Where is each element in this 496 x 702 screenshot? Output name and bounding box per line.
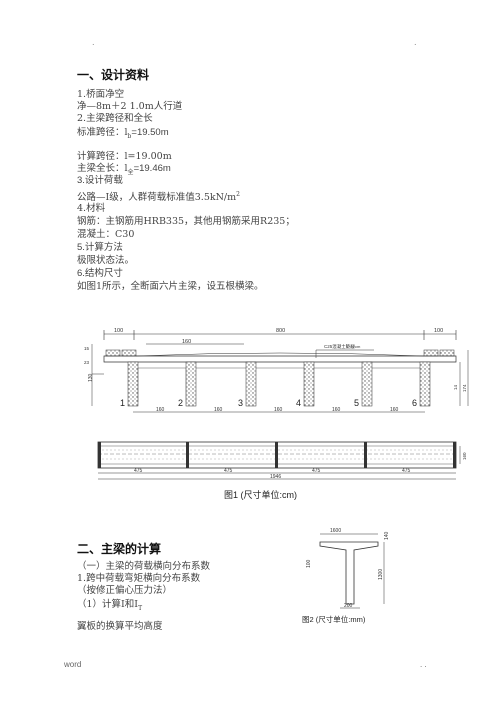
annotation-text: 6~12cm (346, 344, 361, 349)
dim-label: 174 (462, 384, 467, 392)
section-title-design-data: 一、设计资料 (77, 68, 150, 82)
beam-number: 2 (178, 398, 183, 408)
figure-1-bridge-cross-section: 100 160 800 100 C25混凝土垫层 6~12cm 15 23 13… (84, 328, 469, 500)
beam-number: 4 (296, 398, 301, 408)
beam-number: 5 (354, 398, 359, 408)
beam-number: 3 (238, 398, 243, 408)
text-line-load: 公路—I级，人群荷载标准值3.5kN/m2 (77, 191, 240, 204)
text-line: 计算跨径：l=19.00m (77, 151, 172, 162)
section-title-main-beam: 二、主梁的计算 (77, 542, 162, 556)
dim-label: 100 (114, 328, 123, 334)
text-line: 混凝土：C30 (77, 229, 135, 240)
dim-label: 14 (453, 384, 458, 390)
dim-label: 160 (274, 407, 283, 413)
text-line: 6.结构尺寸 (77, 268, 123, 279)
dim-label: 15 (84, 346, 90, 351)
dim-label: 160 (390, 407, 399, 413)
dim-label: 160 (182, 339, 191, 345)
dim-label: 475 (402, 468, 411, 474)
text-line-standard-span: 标准跨径：lb=19.50m (77, 127, 169, 140)
dim-label: 100 (306, 559, 312, 568)
dim-label: 475 (134, 468, 143, 474)
dim-label: 130 (88, 373, 94, 382)
text-line: （按修正偏心压力法） (77, 585, 173, 596)
beam-number: 6 (412, 398, 417, 408)
footer-left: word (64, 660, 82, 669)
text-line-compute: （1）计算I和IT (77, 599, 143, 612)
text-line: 2.主梁跨径和全长 (77, 113, 153, 124)
figure-caption: 图1 (尺寸单位:cm) (224, 489, 297, 500)
dim-label: 475 (312, 468, 321, 474)
text-line: 如图1所示，全断面六片主梁，设五根横梁。 (77, 281, 264, 292)
footer-right: . . (420, 660, 427, 669)
text-line-full-length: 主梁全长：l全=19.46m (77, 163, 171, 176)
text-line: 3.设计荷载 (77, 175, 123, 186)
annotation-text: C25混凝土垫层 (324, 343, 355, 350)
dim-label: 160 (462, 452, 467, 460)
beam-number: 1 (120, 398, 125, 408)
text-line: 钢筋：主钢筋用HRB335，其他用钢筋采用R235； (77, 216, 295, 227)
dim-label: 160 (332, 407, 341, 413)
header-mark-right: . (414, 38, 417, 47)
text-line: 1.跨中荷载弯矩横向分布系数 (77, 573, 201, 584)
dim-label: 800 (276, 328, 285, 334)
figure-caption: 图2 (尺寸单位:mm) (302, 614, 366, 624)
dim-label: 1300 (378, 569, 384, 580)
dim-label: 140 (384, 531, 390, 540)
text-line: （一）主梁的荷载横向分布系数 (77, 561, 211, 572)
dim-label: 23 (84, 360, 90, 365)
text-line: 1.桥面净空 (77, 89, 125, 100)
figure-2-t-beam-section: 1600 140 100 1300 200 图2 (尺寸单位:mm) (302, 528, 390, 624)
header-mark-left: . (92, 38, 95, 47)
dim-label: 475 (224, 468, 233, 474)
dim-label: 160 (214, 407, 223, 413)
dim-label: 100 (434, 328, 443, 334)
dim-label: 1600 (330, 528, 341, 534)
dim-label: 200 (344, 603, 353, 609)
dim-label: 1946 (270, 474, 281, 480)
dim-label: 160 (156, 407, 165, 413)
text-line: 5.计算方法 (77, 242, 123, 253)
text-line: 净—8m＋2 1.0m人行道 (77, 101, 183, 112)
text-line: 翼板的换算平均高度 (77, 621, 163, 632)
text-line: 4.材料 (77, 203, 106, 214)
text-line: 极限状态法。 (77, 255, 135, 266)
